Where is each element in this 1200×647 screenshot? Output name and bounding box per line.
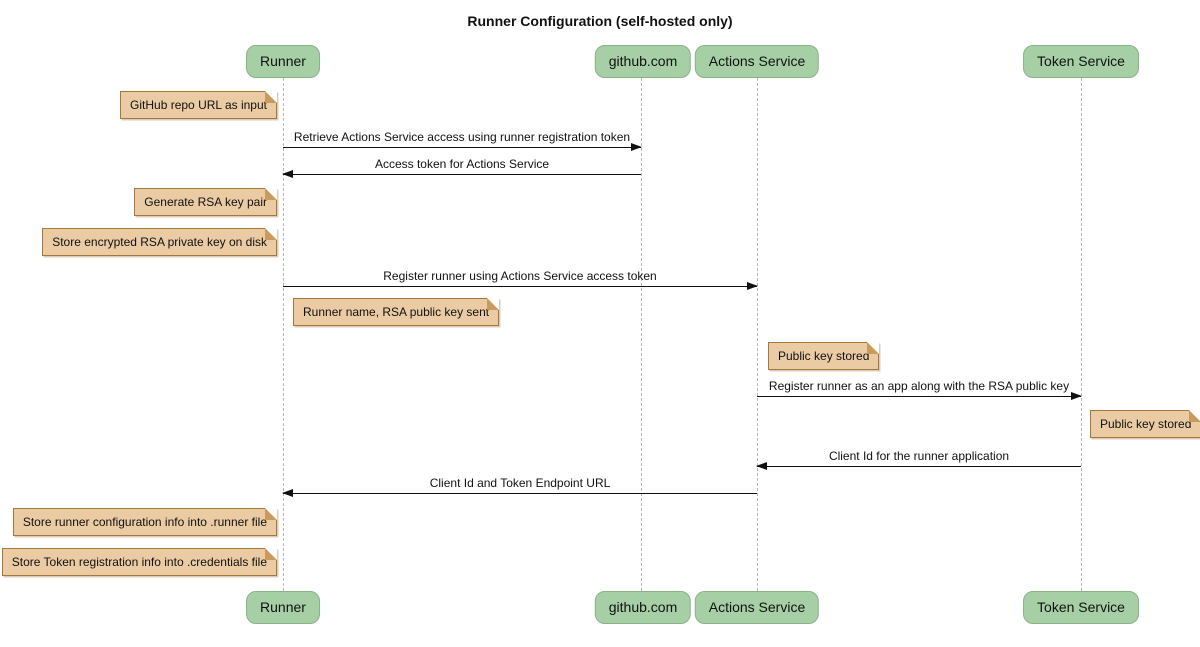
lifeline-actions-service xyxy=(757,78,758,591)
diagram-title: Runner Configuration (self-hosted only) xyxy=(467,13,733,29)
participant-github-top: github.com xyxy=(594,45,692,78)
arrowhead-left-icon xyxy=(282,489,293,497)
arrowhead-left-icon xyxy=(282,170,293,178)
note-runner-name-sent: Runner name, RSA public key sent xyxy=(293,298,500,326)
message-label: Register runner using Actions Service ac… xyxy=(383,269,657,283)
participant-runner-top: Runner xyxy=(246,45,320,78)
note-generate-rsa-key: Generate RSA key pair xyxy=(134,188,277,216)
message-label: Register runner as an app along with the… xyxy=(768,379,1070,393)
message-access-token-returned: Access token for Actions Service xyxy=(282,157,641,178)
message-client-id-returned: Client Id for the runner application xyxy=(756,449,1081,470)
lifeline-token-service xyxy=(1081,78,1082,591)
message-register-runner: Register runner using Actions Service ac… xyxy=(283,269,758,290)
message-label: Client Id for the runner application xyxy=(828,449,1010,463)
message-register-runner-app: Register runner as an app along with the… xyxy=(757,379,1082,400)
participant-runner-bottom: Runner xyxy=(246,591,320,624)
lifeline-runner xyxy=(283,78,284,591)
arrowhead-right-icon xyxy=(747,282,758,290)
message-label: Client Id and Token Endpoint URL xyxy=(429,476,611,490)
note-public-key-stored-actions: Public key stored xyxy=(768,342,880,370)
note-github-repo-url: GitHub repo URL as input xyxy=(120,91,277,119)
participant-token-service-top: Token Service xyxy=(1023,45,1139,78)
message-retrieve-actions-access: Retrieve Actions Service access using ru… xyxy=(283,130,642,151)
arrowhead-right-icon xyxy=(1071,392,1082,400)
lifeline-github xyxy=(641,78,642,591)
participant-actions-service-bottom: Actions Service xyxy=(694,591,820,624)
message-client-id-endpoint: Client Id and Token Endpoint URL xyxy=(282,476,757,497)
note-public-key-stored-token: Public key stored xyxy=(1090,410,1200,438)
arrowhead-right-icon xyxy=(631,143,642,151)
message-label: Access token for Actions Service xyxy=(374,157,550,171)
arrowhead-left-icon xyxy=(756,462,767,470)
note-store-private-key: Store encrypted RSA private key on disk xyxy=(42,228,277,256)
participant-token-service-bottom: Token Service xyxy=(1023,591,1139,624)
message-label: Retrieve Actions Service access using ru… xyxy=(293,130,631,144)
participant-actions-service-top: Actions Service xyxy=(694,45,820,78)
participant-github-bottom: github.com xyxy=(594,591,692,624)
note-store-credentials-file: Store Token registration info into .cred… xyxy=(1,548,278,576)
note-store-runner-file: Store runner configuration info into .ru… xyxy=(12,508,278,536)
